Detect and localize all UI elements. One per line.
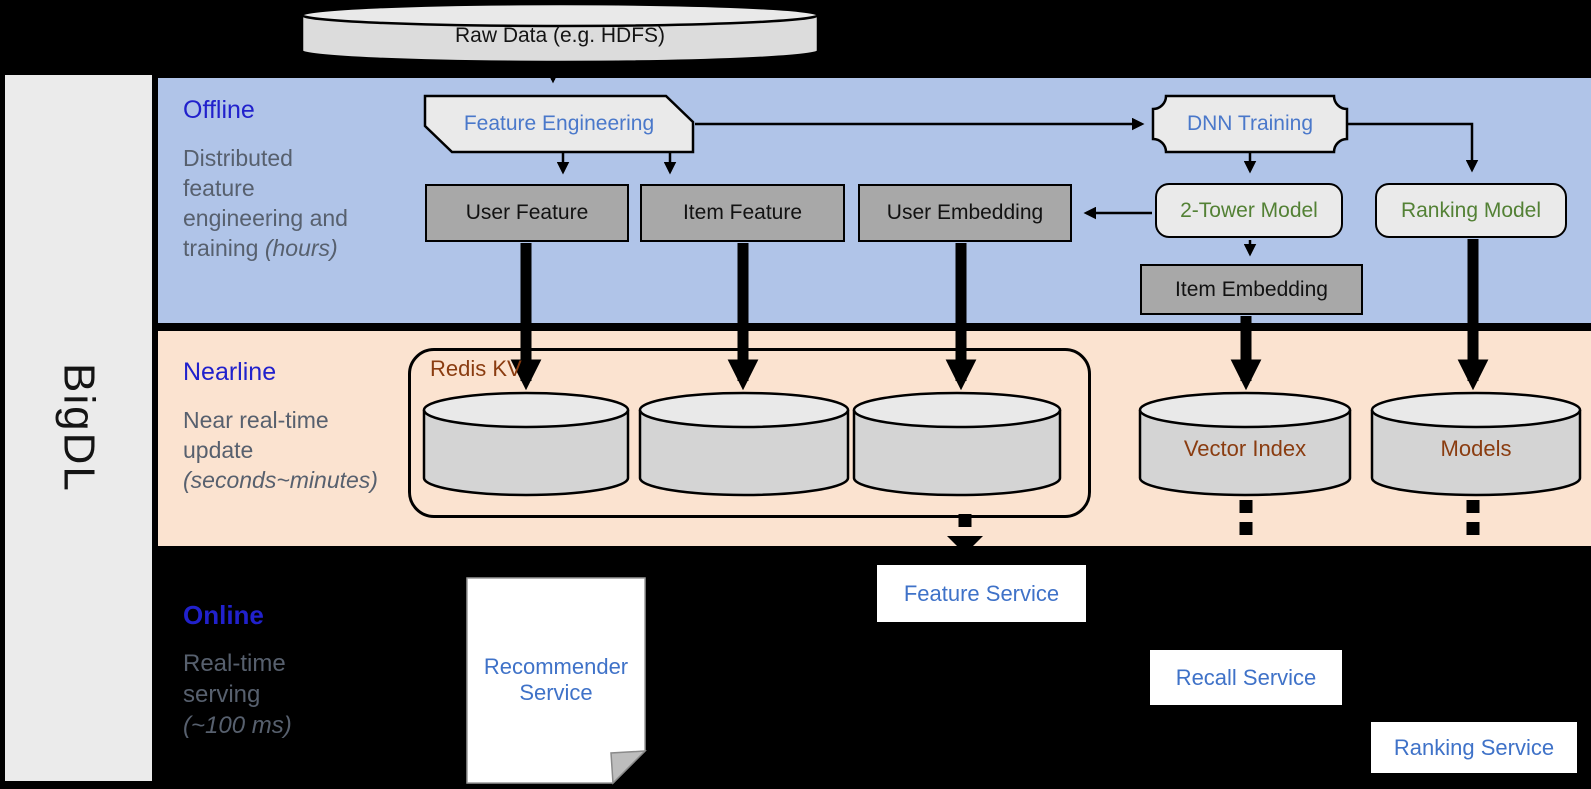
redis-kv-container: [408, 348, 1091, 518]
online-lane-desc: Real-time serving (~100 ms): [183, 648, 323, 742]
item-embedding-box: Item Embedding: [1140, 264, 1363, 315]
user-feature-box: User Feature: [425, 184, 629, 242]
dnn-training-label: DNN Training: [1186, 112, 1314, 135]
item-feature-box: Item Feature: [640, 184, 845, 242]
bigdl-logo: BigDL: [54, 363, 104, 493]
user-embedding-box: User Embedding: [858, 184, 1072, 242]
bigdl-side-rail: BigDL: [5, 75, 152, 781]
raw-data-label: Raw Data (e.g. HDFS): [454, 24, 666, 47]
offline-duration: (hours): [264, 234, 338, 261]
feature-service-box: Feature Service: [877, 565, 1086, 622]
models-label: Models: [1440, 436, 1512, 461]
vector-index-label: Vector Index: [1183, 436, 1307, 461]
nearline-lane-desc: Near real-time update (seconds~minutes): [183, 406, 413, 496]
offline-lane-title: Offline: [183, 96, 255, 124]
recall-service-box: Recall Service: [1150, 650, 1342, 705]
two-tower-model-box: 2-Tower Model: [1155, 183, 1343, 238]
redis-kv-label: Redis KV: [430, 356, 522, 381]
online-lane-title: Online: [183, 600, 264, 630]
recommender-service-label: Recommender Service: [483, 654, 629, 705]
nearline-lane-title: Nearline: [183, 358, 277, 386]
online-duration: (~100 ms): [183, 712, 292, 740]
ranking-service-box: Ranking Service: [1371, 722, 1577, 773]
offline-lane-desc: Distributed feature engineering and trai…: [183, 145, 348, 261]
ranking-model-box: Ranking Model: [1375, 183, 1567, 238]
nearline-duration: (seconds~minutes): [183, 466, 378, 493]
feature-engineering-label: Feature Engineering: [463, 112, 655, 135]
